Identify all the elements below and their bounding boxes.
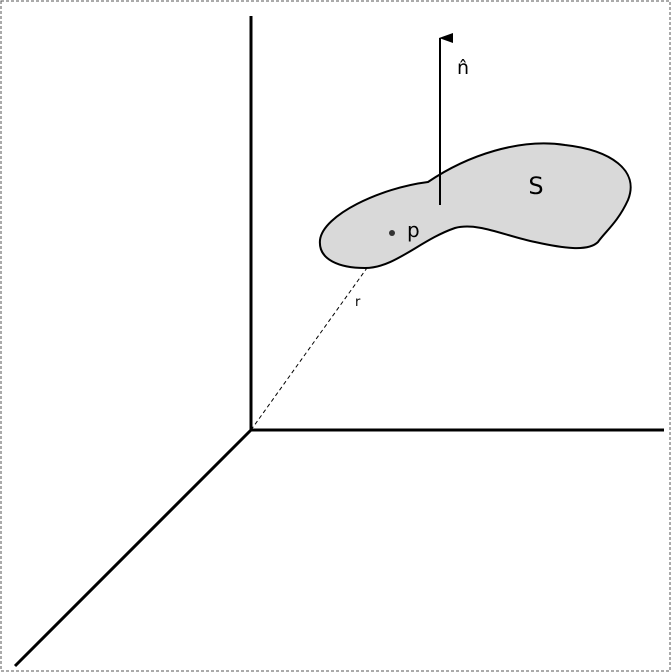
y-axis bbox=[13, 428, 253, 668]
point-p-dot bbox=[389, 230, 395, 236]
position-vector-label: r bbox=[355, 295, 361, 310]
surface-shape bbox=[318, 142, 632, 270]
point-label: p bbox=[407, 218, 420, 242]
normal-vector-label: n̂ bbox=[457, 57, 469, 79]
position-vector-line bbox=[250, 232, 393, 431]
surface-label: S bbox=[528, 172, 543, 200]
